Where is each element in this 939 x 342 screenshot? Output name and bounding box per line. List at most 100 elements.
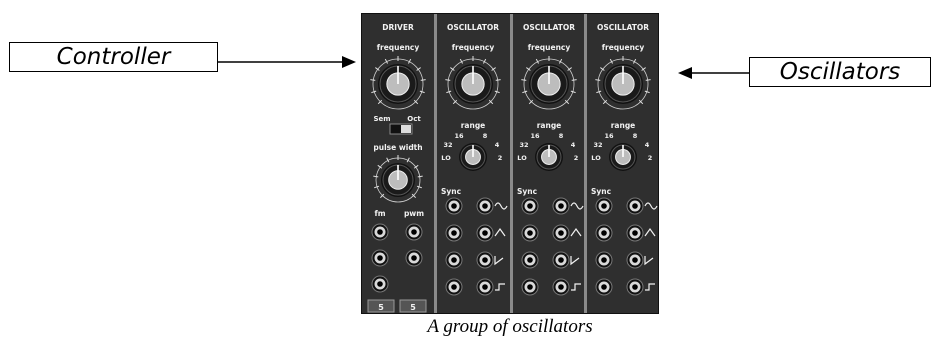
oscillator-frequency-knob[interactable] [521, 56, 577, 110]
driver-frequency-knob[interactable] [370, 56, 426, 110]
waveform-jack[interactable] [626, 278, 644, 296]
sawtooth-wave-icon [570, 256, 580, 266]
sem-oct-switch[interactable] [389, 123, 413, 135]
figure-caption: A group of oscillators [427, 316, 593, 337]
oscillator-frequency-knob-tick [558, 58, 563, 64]
oscillator-frequency-knob-tick [596, 90, 602, 94]
range-tick-label: LO [591, 154, 601, 162]
range-tick-label: 8 [633, 132, 638, 140]
waveform-jack[interactable] [476, 278, 494, 296]
sync-jack-hole [451, 284, 457, 290]
waveform-jack[interactable] [552, 251, 570, 269]
sync-jack-hole [601, 230, 607, 236]
oscillator-frequency-knob[interactable] [595, 56, 651, 110]
waveform-jack[interactable] [476, 251, 494, 269]
driver-frequency-label: frequency [377, 43, 420, 52]
sync-jack-hole [451, 203, 457, 209]
waveform-jack-hole [482, 230, 488, 236]
range-tick-label: LO [517, 154, 527, 162]
oscillator-range-knob[interactable] [535, 143, 563, 171]
waveform-jack[interactable] [552, 197, 570, 215]
waveform-jack-hole [558, 284, 564, 290]
fm-jack-3[interactable] [371, 275, 389, 293]
sync-jack[interactable] [595, 224, 613, 242]
pwm-jack-1[interactable] [405, 223, 423, 241]
sync-jack-hole [451, 257, 457, 263]
switch-sem-label: Sem [373, 115, 390, 123]
oscillator-range-knob[interactable] [459, 143, 487, 171]
waveform-jack[interactable] [626, 224, 644, 242]
oscillator-frequency-knob-tick [641, 67, 646, 71]
range-tick-label: 8 [483, 132, 488, 140]
range-tick-label: 2 [574, 154, 579, 162]
display-left-value: 5 [378, 303, 384, 312]
sync-jack-hole [527, 284, 533, 290]
range-tick-label: 8 [559, 132, 564, 140]
display-right [399, 299, 427, 313]
switch-lever [401, 125, 411, 133]
waveform-jack[interactable] [626, 197, 644, 215]
sync-jack-hole [601, 257, 607, 263]
module-divider [434, 14, 437, 313]
oscillator-range-label: range [461, 121, 486, 130]
fm-jack-2[interactable] [371, 249, 389, 267]
oscillators-callout-label: Oscillators [779, 59, 901, 85]
waveform-jack[interactable] [552, 278, 570, 296]
oscillator-range-knob[interactable] [609, 143, 637, 171]
sync-jack[interactable] [445, 224, 463, 242]
waveform-jack[interactable] [476, 197, 494, 215]
oscillator-range-label: range [611, 121, 636, 130]
oscillator-title: OSCILLATOR [447, 23, 499, 32]
oscillator-frequency-knob-tick [602, 99, 608, 105]
waveform-jack-hole [632, 203, 638, 209]
sync-jack-hole [527, 230, 533, 236]
pwm-jack-2-hole [411, 255, 417, 261]
range-tick-label: 16 [604, 132, 614, 140]
driver-frequency-knob-tick [375, 67, 380, 71]
waveform-jack-hole [558, 257, 564, 263]
waveform-jack-hole [632, 257, 638, 263]
triangle-wave-icon [644, 227, 656, 237]
oscillator-frequency-label: frequency [528, 43, 571, 52]
sync-jack[interactable] [521, 251, 539, 269]
controller-callout: Controller [9, 42, 218, 72]
pulse-width-knob-tick [373, 175, 379, 178]
oscillator-frequency-knob-tick [600, 67, 605, 71]
pulse-width-knob-tick [411, 193, 417, 199]
pwm-jack-2[interactable] [405, 249, 423, 267]
driver-frequency-knob-tick [420, 79, 426, 81]
sync-label: Sync [517, 187, 537, 196]
sync-jack[interactable] [521, 197, 539, 215]
sync-jack[interactable] [595, 197, 613, 215]
sine-wave-icon [570, 202, 584, 210]
oscillator-frequency-knob[interactable] [445, 56, 501, 110]
oscillator-frequency-knob-tick [450, 67, 455, 71]
range-tick-label: 32 [519, 141, 528, 149]
range-tick-label: 32 [593, 141, 602, 149]
driver-frequency-knob-tick [419, 90, 425, 94]
waveform-jack[interactable] [476, 224, 494, 242]
sync-jack[interactable] [445, 278, 463, 296]
sync-jack[interactable] [595, 278, 613, 296]
oscillator-frequency-knob-tick [638, 99, 644, 105]
triangle-wave-icon [570, 227, 582, 237]
range-tick-label: 4 [495, 141, 500, 149]
oscillator-title: OSCILLATOR [523, 23, 575, 32]
fm-jack-1[interactable] [371, 223, 389, 241]
waveform-jack[interactable] [626, 251, 644, 269]
sync-jack[interactable] [445, 197, 463, 215]
waveform-jack[interactable] [552, 224, 570, 242]
sync-jack[interactable] [595, 251, 613, 269]
sawtooth-wave-icon [644, 256, 654, 266]
oscillator-frequency-label: frequency [602, 43, 645, 52]
oscillator-frequency-knob-tick [452, 99, 458, 105]
oscillator-frequency-knob-tick [482, 58, 487, 64]
sync-jack[interactable] [521, 278, 539, 296]
sine-wave-icon [494, 202, 508, 210]
sync-jack[interactable] [445, 251, 463, 269]
sync-jack[interactable] [521, 224, 539, 242]
pulse-width-knob[interactable] [373, 155, 423, 203]
